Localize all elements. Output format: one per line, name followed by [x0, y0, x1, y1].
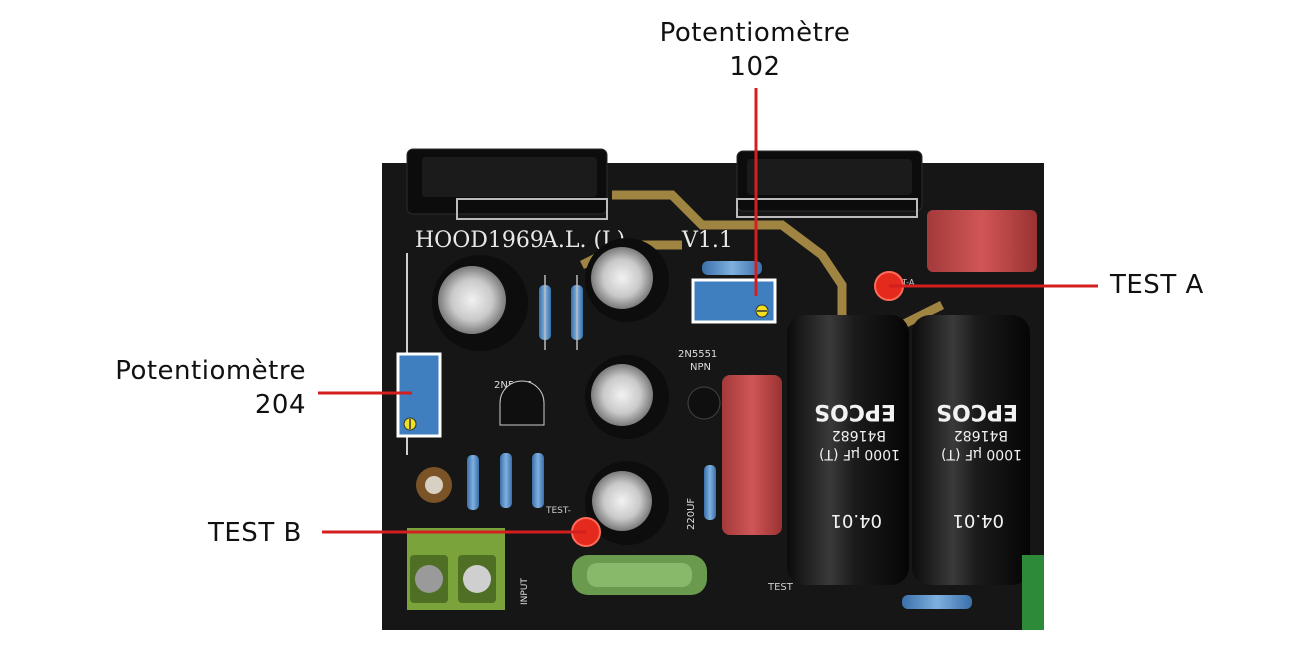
potentiometer-102	[691, 278, 777, 324]
label-pot-102-name: Potentiomètre	[659, 18, 851, 48]
epcos-1-code: 04.01	[830, 510, 882, 531]
silk-transistor-2: 2N5551	[678, 349, 717, 360]
epcos-2-brand: EPCOS	[936, 399, 1018, 424]
pcb-photo: HOOD1969 A.L. (L) V1.1 2N5401 2N5551 NP	[382, 148, 1044, 630]
silk-test-bottom: TEST	[767, 582, 794, 593]
label-potentiometer-102: Potentiomètre 102	[620, 16, 890, 84]
epcos-2-part: B41682	[954, 427, 1008, 443]
silk-input: INPUT	[520, 578, 530, 605]
epcos-capacitor-2: 04.01 1000 µF (T) B41682 EPCOS	[912, 315, 1030, 585]
epcos-1-brand: EPCOS	[814, 399, 896, 424]
electrolytic-cap-3	[585, 355, 669, 439]
heatsink-right	[736, 150, 923, 218]
resistor-group-upper	[539, 275, 583, 350]
silk-model: HOOD1969	[415, 228, 544, 253]
silk-small-cap: 220UF	[686, 498, 697, 530]
red-capacitor-top	[927, 210, 1037, 272]
electrolytic-cap-1	[432, 255, 528, 351]
transistor-left	[499, 380, 545, 426]
label-pot-204-name: Potentiomètre	[115, 356, 306, 386]
label-potentiometer-204: Potentiomètre 204	[40, 354, 306, 422]
label-test-a: TEST A	[1110, 270, 1204, 300]
resistor-horizontal	[702, 261, 762, 275]
red-capacitor-center	[722, 375, 782, 535]
epcos-2-code: 04.01	[952, 510, 1004, 531]
label-pot-204-number: 204	[254, 390, 306, 420]
heatsink-left	[406, 148, 608, 220]
silk-version: V1.1	[681, 228, 733, 253]
epcos-1-value: 1000 µF (T)	[819, 446, 900, 462]
epcos-capacitor-1: 04.01 1000 µF (T) B41682 EPCOS	[787, 315, 909, 585]
resistor-group-lower	[467, 453, 716, 520]
silk-test-left: TEST-	[545, 506, 571, 516]
epcos-2-value: 1000 µF (T)	[941, 446, 1022, 462]
epcos-1-part: B41682	[832, 427, 886, 443]
potentiometer-204	[396, 352, 442, 438]
electrolytic-cap-4	[585, 461, 669, 545]
electrolytic-cap-2	[585, 238, 669, 322]
label-pot-102-number: 102	[729, 52, 781, 82]
silk-transistor-type: NPN	[690, 362, 711, 373]
label-test-b: TEST B	[208, 518, 302, 548]
terminal-block	[407, 528, 505, 610]
transistor-right	[687, 386, 721, 420]
